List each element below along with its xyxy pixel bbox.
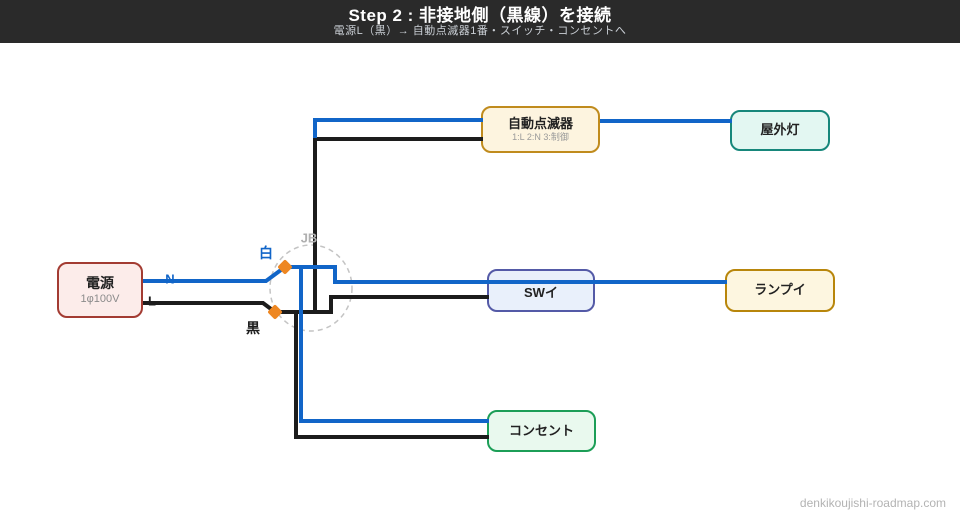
black-wire-jb-to-switch — [275, 295, 489, 314]
white-wire-jb-to-lamp — [285, 265, 727, 284]
auto-sensor-terminals: 1:L 2:N 3:制御 — [512, 132, 569, 143]
junction-box-label: JB — [300, 230, 318, 246]
power-voltage: 1φ100V — [80, 292, 120, 305]
line-terminal-label: L — [148, 293, 156, 309]
device-box-outdoor-light: 屋外灯 — [730, 110, 830, 151]
device-box-power: 電源 1φ100V — [57, 262, 143, 318]
outdoor-light-label: 屋外灯 — [760, 122, 800, 138]
black-connector-dot — [268, 305, 282, 319]
junction-box-circle — [269, 244, 353, 332]
white-wire-label: 白 — [259, 245, 273, 261]
white-wire-jb-to-outlet — [299, 267, 489, 423]
black-wire-power-l-to-jb — [143, 301, 277, 314]
connectors — [268, 260, 292, 319]
lamp-i-label: ランプイ — [754, 282, 806, 298]
device-box-auto-sensor: 自動点滅器 1:L 2:N 3:制御 — [481, 106, 600, 153]
outlet-label: コンセント — [508, 422, 574, 438]
black-wire-label: 黒 — [246, 320, 260, 336]
switch-i-label: SWイ — [524, 285, 558, 301]
black-wire-jb-to-outlet — [294, 312, 489, 439]
black-wires — [143, 137, 489, 439]
white-connector-dot — [278, 260, 292, 274]
power-label: 電源 — [86, 275, 114, 292]
device-box-switch-i: SWイ — [487, 269, 595, 312]
device-box-outlet: コンセント — [487, 410, 596, 452]
page-title: Step 2 : 非接地側（黒線）を接続 — [348, 5, 612, 25]
site-watermark: denkikoujishi-roadmap.com — [799, 496, 946, 510]
black-wire-jb-to-sensor — [313, 137, 483, 312]
auto-sensor-label: 自動点滅器 — [507, 115, 573, 131]
page-subtitle: 電源L（黒）→ 自動点滅器1番・スイッチ・コンセントへ — [333, 24, 627, 37]
white-wire-jb-to-sensor — [313, 118, 483, 138]
device-box-lamp-i: ランプイ — [725, 269, 835, 312]
white-wires — [143, 118, 732, 423]
neutral-terminal-label: N — [165, 271, 175, 287]
white-wire-power-n-to-jb — [143, 265, 287, 283]
title-bar: Step 2 : 非接地側（黒線）を接続 電源L（黒）→ 自動点滅器1番・スイッ… — [0, 0, 960, 43]
